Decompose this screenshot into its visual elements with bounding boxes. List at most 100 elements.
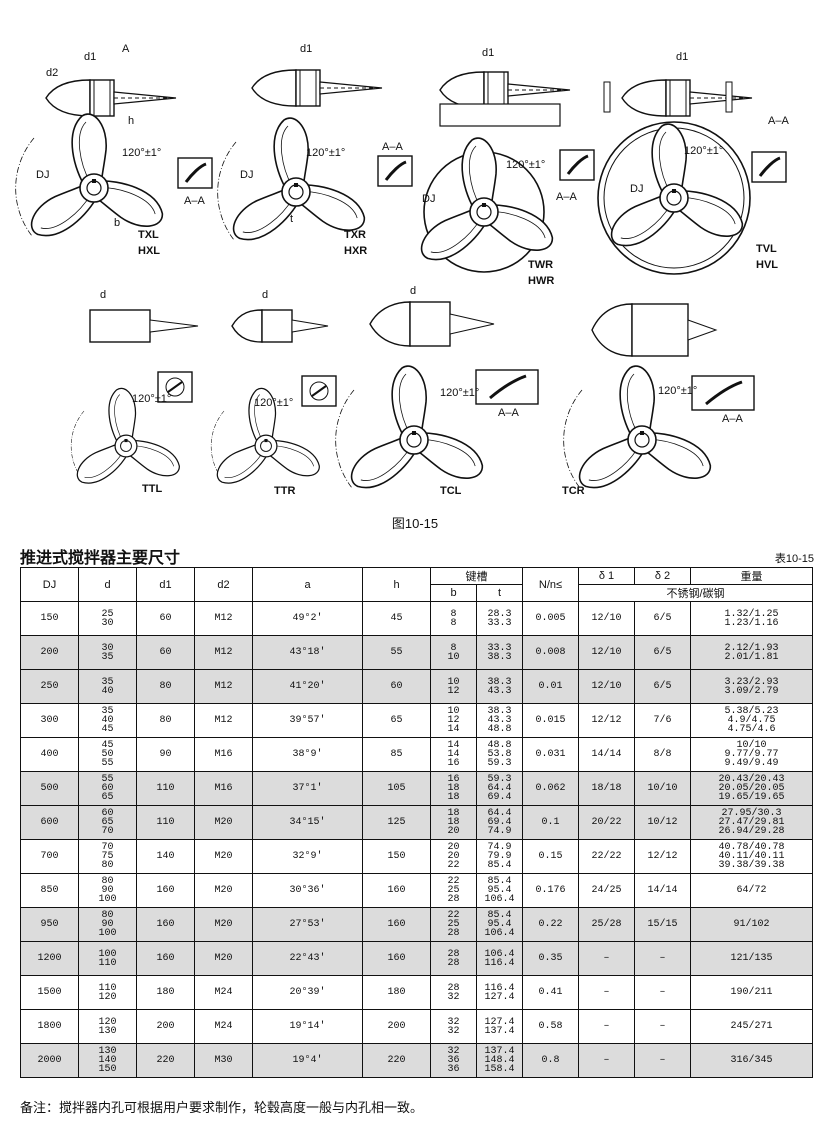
cell-d1: 110 xyxy=(136,805,195,840)
cell-t: 116.4 127.4 xyxy=(476,975,523,1010)
dim-d1-label: d1 xyxy=(84,51,96,63)
cell-delta2: 10/10 xyxy=(634,771,691,806)
view-code-hwr: HWR xyxy=(528,275,554,287)
cell-d2: M12 xyxy=(194,601,253,636)
angle-label-8: 120°±1° xyxy=(658,385,697,397)
cell-t: 127.4 137.4 xyxy=(476,1009,523,1044)
cell-d1: 160 xyxy=(136,907,195,942)
cell-d: 35 40 xyxy=(78,669,137,704)
cell-b: 32 32 xyxy=(430,1009,477,1044)
cell-d2: M20 xyxy=(194,907,253,942)
cell-h: 220 xyxy=(362,1043,431,1078)
cell-d: 55 60 65 xyxy=(78,771,137,806)
col-b: b xyxy=(430,584,477,602)
cell-d1: 140 xyxy=(136,839,195,874)
angle-label-3: 120°±1° xyxy=(506,159,545,171)
cell-d2: M12 xyxy=(194,669,253,704)
cell-dj: 600 xyxy=(20,805,79,840)
cell-dj: 850 xyxy=(20,873,79,908)
cell-delta2: 6/5 xyxy=(634,601,691,636)
cell-d1: 80 xyxy=(136,703,195,738)
cell-d2: M20 xyxy=(194,839,253,874)
cell-dj: 1800 xyxy=(20,1009,79,1044)
cell-d1: 200 xyxy=(136,1009,195,1044)
cell-delta2: 8/8 xyxy=(634,737,691,772)
cell-delta2: 6/5 xyxy=(634,669,691,704)
cell-a: 30°36′ xyxy=(252,873,363,908)
cell-nn: 0.8 xyxy=(522,1043,579,1078)
cell-nn: 0.005 xyxy=(522,601,579,636)
cell-delta1: 12/12 xyxy=(578,703,635,738)
section-label-2: A–A xyxy=(382,141,403,153)
cell-delta2: 14/14 xyxy=(634,873,691,908)
cell-t: 28.3 33.3 xyxy=(476,601,523,636)
cell-a: 41°20′ xyxy=(252,669,363,704)
cell-b: 8 8 xyxy=(430,601,477,636)
col-nn: N/n≤ xyxy=(522,567,579,602)
cell-dj: 250 xyxy=(20,669,79,704)
view-code-tvl: TVL xyxy=(756,243,777,255)
cell-t: 106.4 116.4 xyxy=(476,941,523,976)
cell-d2: M24 xyxy=(194,1009,253,1044)
cell-weight: 40.78/40.78 40.11/40.11 39.38/39.38 xyxy=(690,839,813,874)
cell-d: 45 50 55 xyxy=(78,737,137,772)
cell-d: 130 140 150 xyxy=(78,1043,137,1078)
view-code-tcr: TCR xyxy=(562,485,585,497)
cell-dj: 1200 xyxy=(20,941,79,976)
cell-t: 59.3 64.4 69.4 xyxy=(476,771,523,806)
view-code-twr: TWR xyxy=(528,259,553,271)
cell-delta2: – xyxy=(634,1043,691,1078)
cell-nn: 0.008 xyxy=(522,635,579,670)
cell-nn: 0.01 xyxy=(522,669,579,704)
col-h: h xyxy=(362,567,431,602)
cell-d: 100 110 xyxy=(78,941,137,976)
dim-h-label: h xyxy=(128,115,134,127)
col-delta1: δ 1 xyxy=(578,567,635,585)
col-delta2: δ 2 xyxy=(634,567,691,585)
cell-delta1: 12/10 xyxy=(578,601,635,636)
cell-d: 70 75 80 xyxy=(78,839,137,874)
angle-label-6: 120°±1° xyxy=(254,397,293,409)
angle-label-7: 120°±1° xyxy=(440,387,479,399)
view-code-ttr: TTR xyxy=(274,485,295,497)
dim-d-label: d xyxy=(100,289,106,301)
view-code-txr: TXR xyxy=(344,229,366,241)
cell-delta1: 14/14 xyxy=(578,737,635,772)
cell-dj: 200 xyxy=(20,635,79,670)
cell-delta1: 25/28 xyxy=(578,907,635,942)
cell-a: 49°2′ xyxy=(252,601,363,636)
cell-delta2: 7/6 xyxy=(634,703,691,738)
col-d2: d2 xyxy=(194,567,253,602)
view-code-hxl: HXL xyxy=(138,245,160,257)
cell-delta2: 15/15 xyxy=(634,907,691,942)
cell-t: 74.9 79.9 85.4 xyxy=(476,839,523,874)
cell-b: 28 28 xyxy=(430,941,477,976)
dim-d1-label-2: d1 xyxy=(300,43,312,55)
cell-b: 22 25 28 xyxy=(430,873,477,908)
dim-d-label-3: d xyxy=(410,285,416,297)
cell-d1: 90 xyxy=(136,737,195,772)
cell-weight: 245/271 xyxy=(690,1009,813,1044)
mark-a-label: A xyxy=(122,43,130,55)
cell-a: 19°4′ xyxy=(252,1043,363,1078)
cell-b: 14 14 16 xyxy=(430,737,477,772)
cell-d: 80 90 100 xyxy=(78,907,137,942)
cell-weight: 1.32/1.25 1.23/1.16 xyxy=(690,601,813,636)
cell-h: 105 xyxy=(362,771,431,806)
cell-nn: 0.015 xyxy=(522,703,579,738)
cell-d2: M30 xyxy=(194,1043,253,1078)
col-d1: d1 xyxy=(136,567,195,602)
cell-nn: 0.1 xyxy=(522,805,579,840)
cell-nn: 0.22 xyxy=(522,907,579,942)
cell-d2: M16 xyxy=(194,737,253,772)
cell-nn: 0.031 xyxy=(522,737,579,772)
cell-dj: 300 xyxy=(20,703,79,738)
cell-a: 34°15′ xyxy=(252,805,363,840)
cell-d: 110 120 xyxy=(78,975,137,1010)
cell-dj: 1500 xyxy=(20,975,79,1010)
col-d: d xyxy=(78,567,137,602)
view-code-tcl: TCL xyxy=(440,485,462,497)
